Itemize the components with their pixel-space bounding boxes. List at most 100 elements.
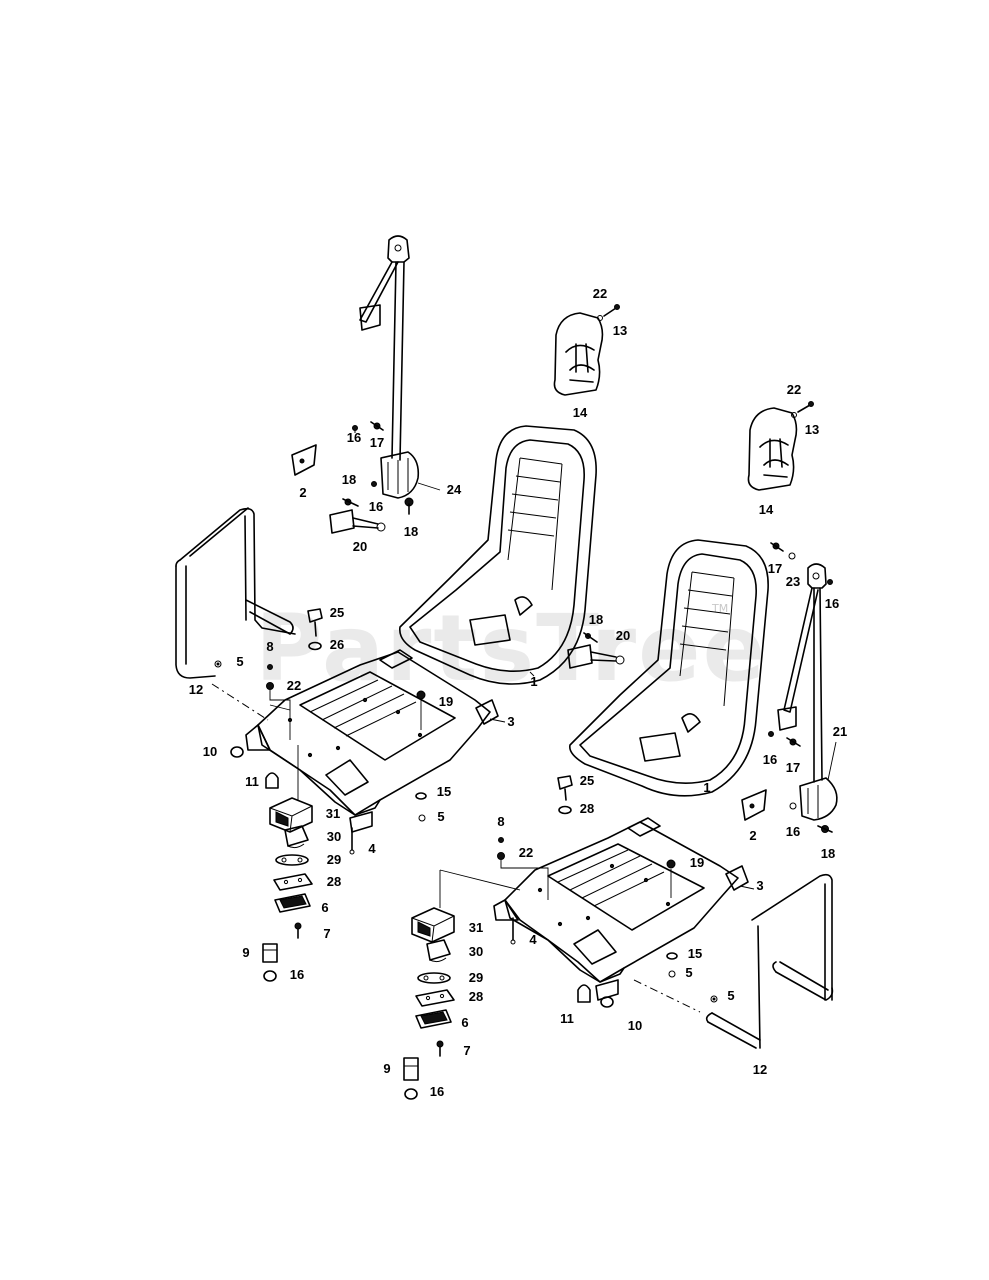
callout-c-3-a[interactable]: 3	[507, 714, 514, 729]
pin-9-a	[262, 943, 278, 963]
callout-c-17-b[interactable]: 17	[768, 561, 782, 576]
callout-c-21[interactable]: 21	[833, 724, 847, 739]
callout-c-11-a[interactable]: 11	[245, 774, 259, 789]
headrest-14-a	[553, 312, 604, 396]
callout-c-16-c[interactable]: 16	[825, 596, 839, 611]
callout-c-16-d[interactable]: 16	[763, 752, 777, 767]
callout-c-13-a[interactable]: 13	[613, 323, 627, 338]
callout-c-28-a[interactable]: 28	[580, 801, 594, 816]
washer-5-d	[710, 995, 718, 1003]
callout-c-12-b[interactable]: 12	[753, 1062, 767, 1077]
pin-9-b	[403, 1057, 419, 1081]
callout-c-15-b[interactable]: 15	[688, 946, 702, 961]
callout-c-20-b[interactable]: 20	[616, 628, 630, 643]
callout-c-22-d[interactable]: 22	[519, 845, 533, 860]
callout-c-25-a[interactable]: 25	[330, 605, 344, 620]
cap-16-g	[404, 1088, 418, 1100]
callout-c-22-b[interactable]: 22	[787, 382, 801, 397]
bolt-7-b	[436, 1040, 444, 1057]
callout-c-4-b[interactable]: 4	[529, 932, 537, 947]
callout-c-22-c[interactable]: 22	[287, 678, 301, 693]
callout-c-25-b[interactable]: 25	[580, 773, 594, 788]
bolt-16-c	[827, 579, 833, 585]
washer-15-a	[415, 792, 427, 800]
buckle-20-b	[567, 644, 625, 669]
callout-c-20-a[interactable]: 20	[353, 539, 367, 554]
callout-c-10-a[interactable]: 10	[203, 744, 217, 759]
callout-c-1-b[interactable]: 1	[703, 780, 710, 795]
bolt-22-b	[791, 412, 797, 418]
knob-11-a	[265, 772, 279, 789]
callout-c-8-b[interactable]: 8	[497, 814, 504, 829]
callout-c-19-b[interactable]: 19	[690, 855, 704, 870]
nut-22-c	[266, 682, 291, 740]
callout-c-8-a[interactable]: 8	[266, 639, 273, 654]
callout-c-14-a[interactable]: 14	[573, 405, 588, 420]
seat-frame-3-b	[439, 817, 755, 1001]
callout-c-4-a[interactable]: 4	[368, 841, 376, 856]
callout-c-1-a[interactable]: 1	[530, 674, 537, 689]
callout-c-14-b[interactable]: 14	[759, 502, 774, 517]
callout-c-5-c[interactable]: 5	[685, 965, 692, 980]
seat-1-b	[568, 539, 769, 797]
callout-c-3-b[interactable]: 3	[756, 878, 763, 893]
latch-30-a	[284, 825, 309, 849]
block-31-b	[411, 870, 455, 943]
callout-c-17-c[interactable]: 17	[786, 760, 800, 775]
callout-c-7-a[interactable]: 7	[323, 926, 330, 941]
callout-c-16-a[interactable]: 16	[347, 430, 361, 445]
callout-c-24[interactable]: 24	[447, 482, 462, 497]
callout-c-30-a[interactable]: 30	[327, 829, 341, 844]
callout-c-29-b[interactable]: 29	[469, 970, 483, 985]
callout-c-16-g[interactable]: 16	[430, 1084, 444, 1099]
callout-c-18-b[interactable]: 18	[404, 524, 418, 539]
nut-8-b	[498, 837, 504, 843]
callout-c-16-e[interactable]: 16	[786, 824, 800, 839]
washer-23	[788, 552, 796, 560]
callout-c-9-b[interactable]: 9	[383, 1061, 390, 1076]
callout-c-16-f[interactable]: 16	[290, 967, 304, 982]
callout-c-23[interactable]: 23	[786, 574, 800, 589]
callout-c-6-b[interactable]: 6	[461, 1015, 468, 1030]
callout-c-28-b[interactable]: 28	[327, 874, 341, 889]
callout-c-28-c[interactable]: 28	[469, 989, 483, 1004]
callout-c-18-a[interactable]: 18	[342, 472, 356, 487]
callout-c-7-b[interactable]: 7	[463, 1043, 470, 1058]
callout-c-13-b[interactable]: 13	[805, 422, 819, 437]
callout-c-26[interactable]: 26	[330, 637, 344, 652]
callout-c-31-a[interactable]: 31	[326, 806, 340, 821]
washer-5-b	[418, 814, 426, 822]
callout-c-17-a[interactable]: 17	[370, 435, 384, 450]
callout-c-19-a[interactable]: 19	[439, 694, 453, 709]
callout-c-11-b[interactable]: 11	[560, 1011, 574, 1026]
callout-c-16-b[interactable]: 16	[369, 499, 383, 514]
callout-c-30-b[interactable]: 30	[469, 944, 483, 959]
callout-c-15-a[interactable]: 15	[437, 784, 451, 799]
bolt-25-b	[557, 775, 573, 801]
callout-c-10-b[interactable]: 10	[628, 1018, 642, 1033]
callout-c-6-a[interactable]: 6	[321, 900, 328, 915]
callout-c-31-b[interactable]: 31	[469, 920, 483, 935]
seat-belt-right	[777, 563, 838, 821]
callout-c-9-a[interactable]: 9	[242, 945, 249, 960]
callout-c-22-a[interactable]: 22	[593, 286, 607, 301]
washer-5-a	[214, 660, 222, 668]
callout-c-5-d[interactable]: 5	[727, 988, 734, 1003]
nut-19-b	[666, 859, 676, 898]
callout-c-2-a[interactable]: 2	[299, 485, 306, 500]
plate-28-c	[415, 989, 455, 1007]
callout-c-5-b[interactable]: 5	[437, 809, 444, 824]
callout-c-29-a[interactable]: 29	[327, 852, 341, 867]
plate-28-a	[273, 873, 313, 891]
seat-1-a	[398, 425, 597, 685]
callout-c-18-c[interactable]: 18	[589, 612, 603, 627]
buckle-20-a	[329, 509, 386, 534]
washer-5-c	[668, 970, 676, 978]
cap-10-b	[600, 996, 614, 1008]
seat-frame-3-a	[245, 649, 506, 833]
callout-c-5-a[interactable]: 5	[236, 654, 243, 669]
callout-c-18-d[interactable]: 18	[821, 846, 835, 861]
callout-c-2-b[interactable]: 2	[749, 828, 756, 843]
callout-c-12-a[interactable]: 12	[189, 682, 203, 697]
